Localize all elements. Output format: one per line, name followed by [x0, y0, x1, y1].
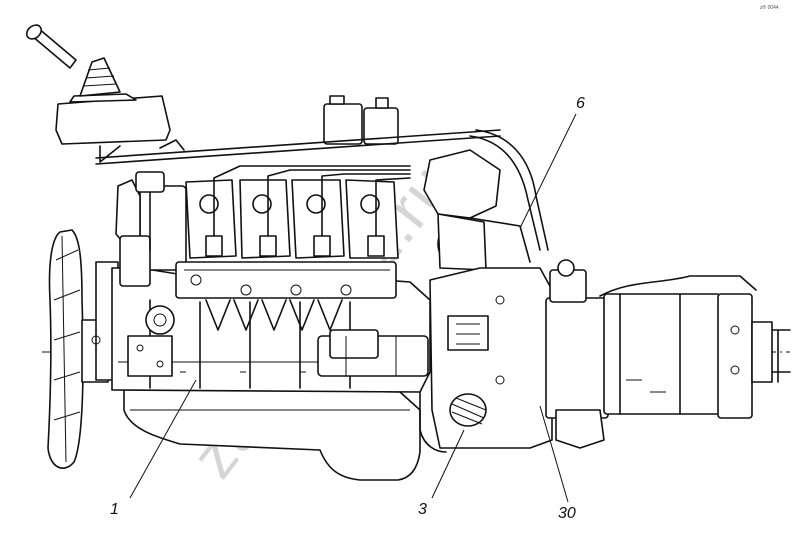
cable-tube [469, 135, 541, 251]
gearbox [545, 259, 791, 449]
callout-1: 1 [110, 501, 119, 518]
engine-block [111, 267, 431, 481]
front-accessories [115, 171, 175, 335]
turbocharger [423, 149, 531, 271]
clutch-housing [419, 267, 553, 453]
leader-3 [431, 429, 465, 499]
callout-30: 30 [558, 505, 576, 522]
cylinder-heads [139, 165, 411, 299]
control-rod [95, 129, 501, 165]
corner-mark: z® 0044 [760, 4, 779, 11]
callout-3: 3 [418, 501, 427, 518]
leader-1 [129, 379, 197, 499]
fan [47, 229, 84, 469]
starter-motor [317, 329, 429, 377]
leader-6 [519, 113, 577, 229]
gear-shift-lever [25, 24, 171, 163]
fluid-reservoirs [323, 95, 399, 145]
callout-6: 6 [576, 95, 585, 112]
leader-30 [539, 405, 569, 503]
rod-bracket [159, 139, 185, 151]
cable-tube-outer [475, 129, 549, 251]
